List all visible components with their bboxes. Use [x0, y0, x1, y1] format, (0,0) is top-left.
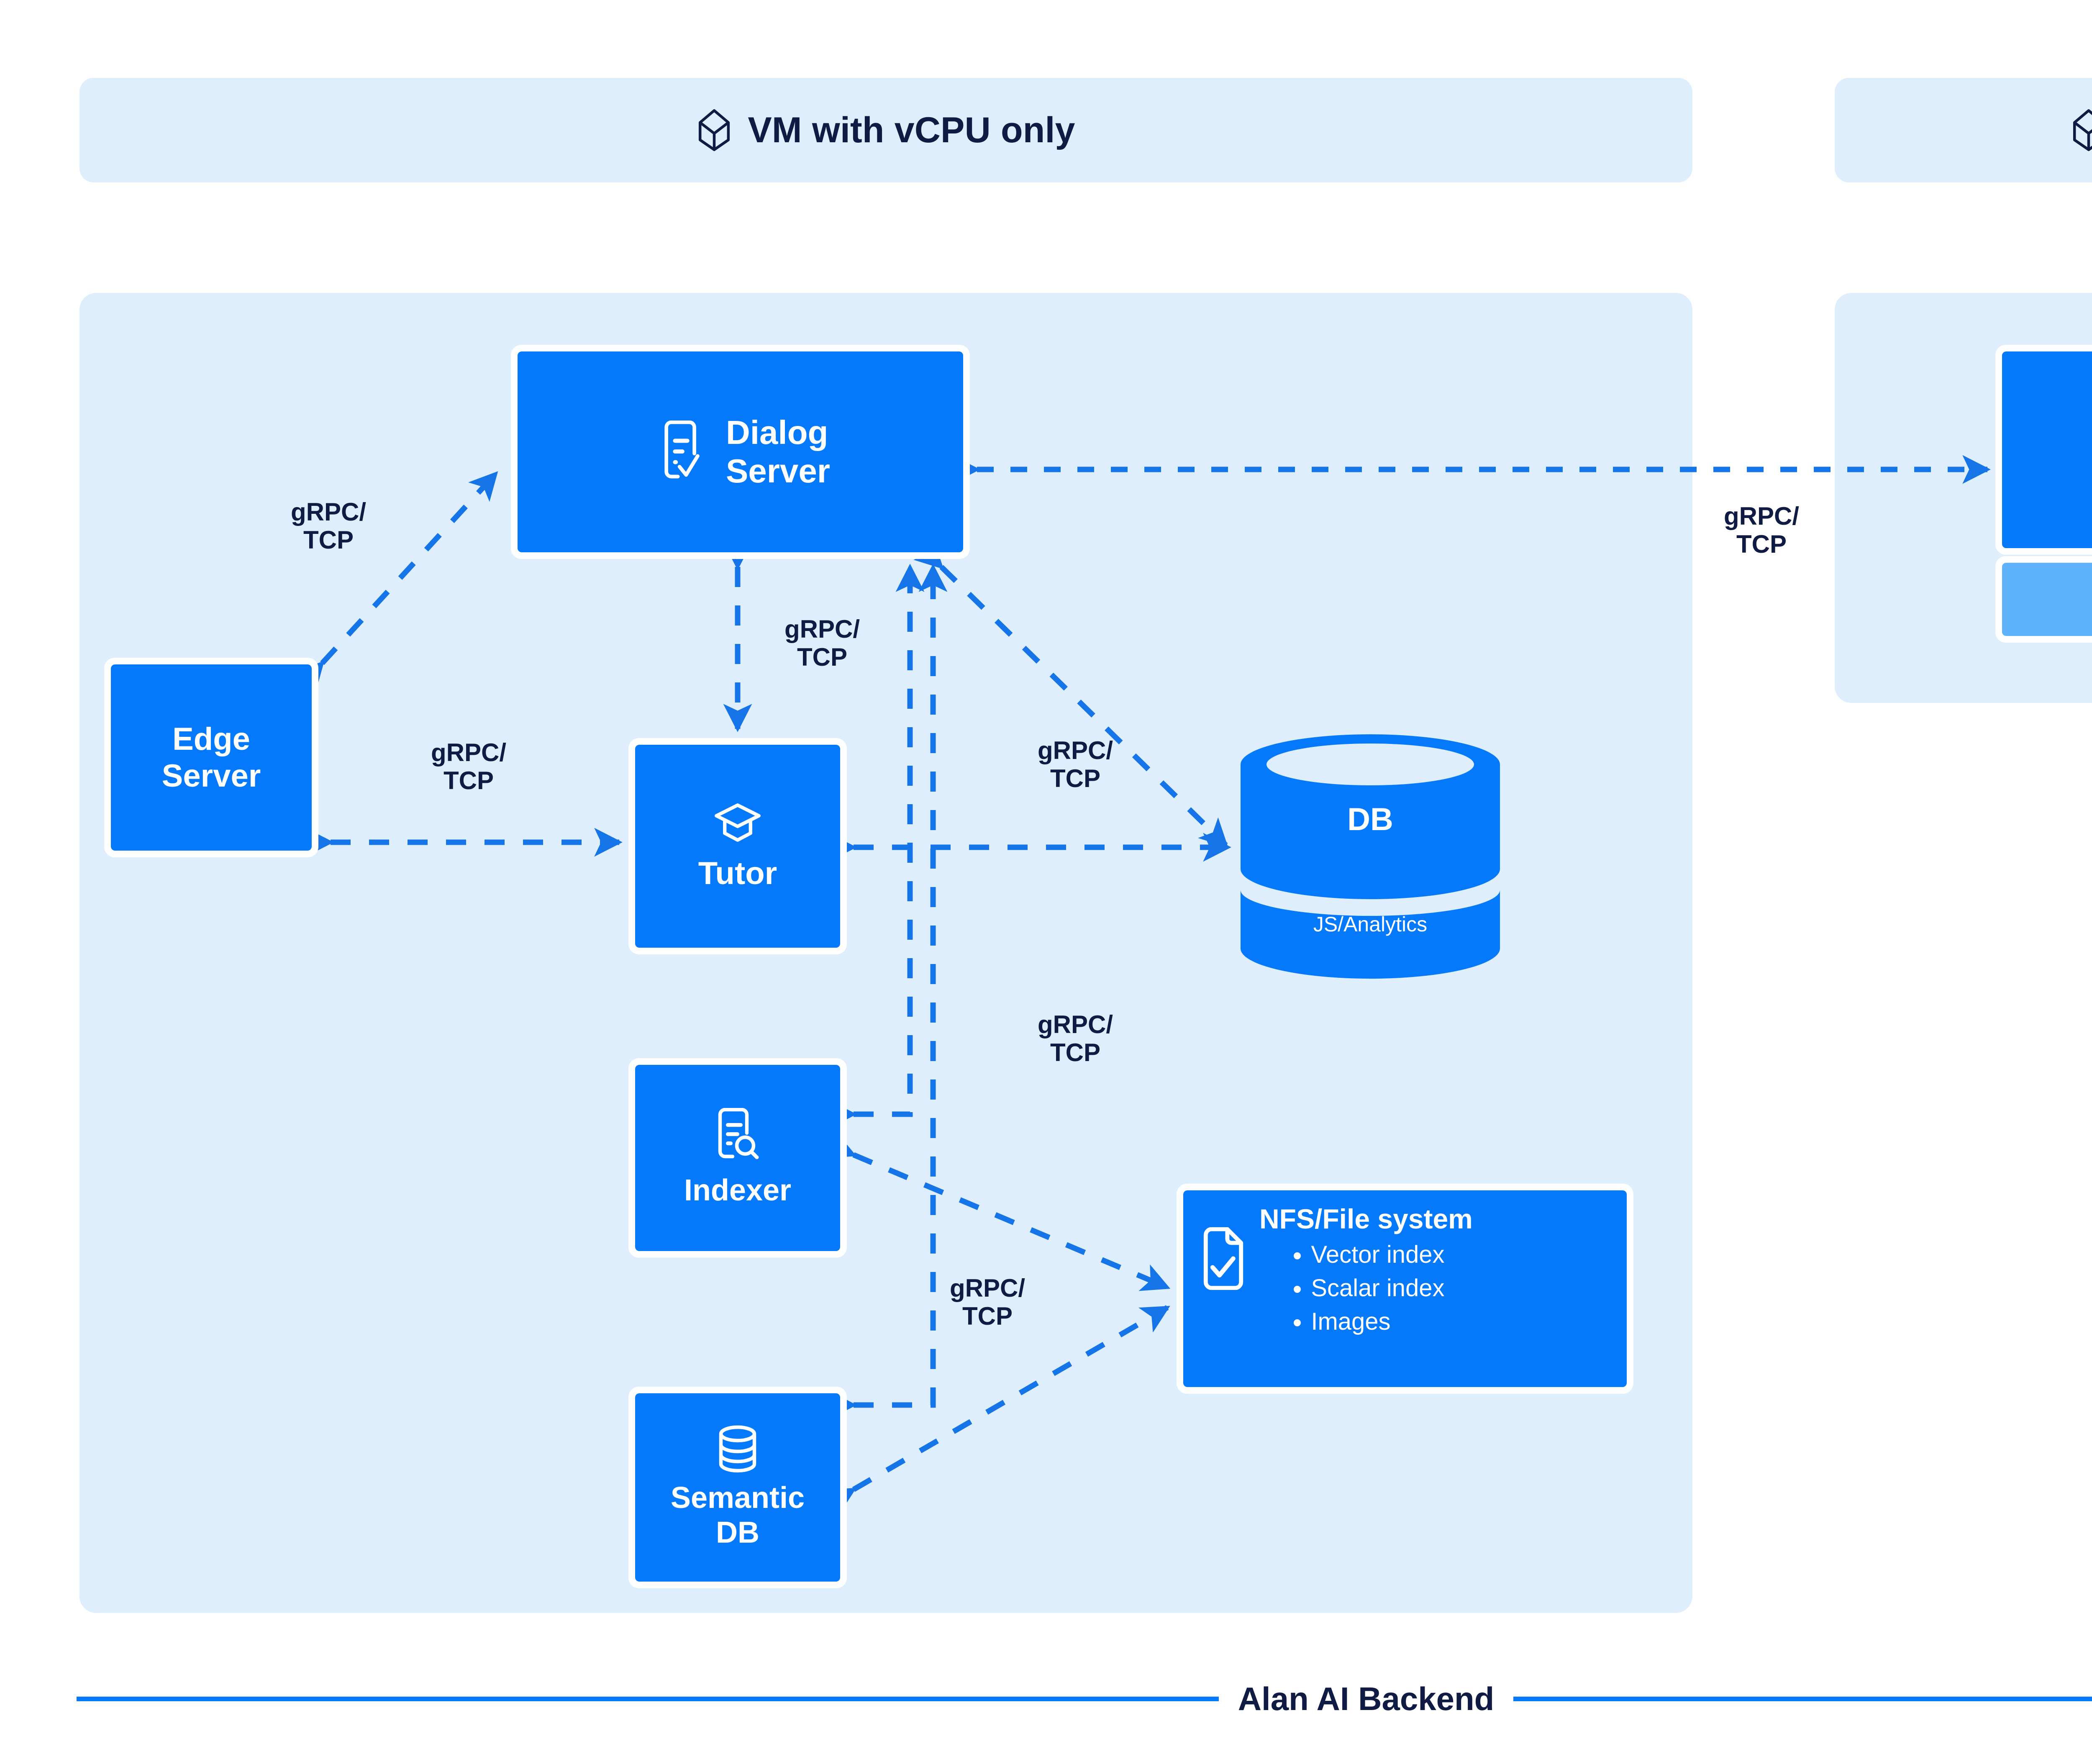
footer-rule-left — [76, 1696, 1219, 1701]
wire-label-edge-dialog: gRPC/TCP — [291, 498, 366, 554]
list-item: Vector index — [1311, 1238, 1444, 1272]
footer: Alan AI Backend — [0, 1667, 2092, 1730]
node-tutor-label: Tutor — [698, 855, 777, 891]
wire-label-model: gRPC/TCP — [1724, 502, 1799, 559]
node-indexer-label: Indexer — [684, 1174, 792, 1208]
node-nfs-file-system[interactable]: NFS/File system Vector index Scalar inde… — [1183, 1190, 1627, 1387]
cube-icon — [2073, 109, 2092, 151]
document-check-icon — [664, 420, 700, 479]
nfs-item-list: Vector index Scalar index Images — [1287, 1238, 1444, 1338]
cylinder-shape — [1241, 734, 1500, 979]
graduation-cap-icon — [715, 803, 761, 842]
wire-label-dialog-db: gRPC/TCP — [1038, 736, 1113, 793]
vm-header-gpu: VM with GPU — [1835, 78, 2092, 182]
node-model-server[interactable]: ModelServer — [2002, 351, 2092, 548]
footer-rule-right — [1513, 1696, 2092, 1701]
list-item: Scalar index — [1311, 1272, 1444, 1305]
node-indexer[interactable]: Indexer — [635, 1065, 840, 1251]
footer-title: Alan AI Backend — [1238, 1680, 1495, 1717]
document-search-icon — [718, 1108, 759, 1159]
node-tutor[interactable]: Tutor — [635, 745, 840, 948]
file-check-icon — [1203, 1227, 1243, 1290]
nfs-text-block: NFS/File system Vector index Scalar inde… — [1259, 1201, 1473, 1338]
list-item: Images — [1311, 1305, 1444, 1338]
vm-header-vcpu-title: VM with vCPU only — [748, 110, 1075, 150]
node-database-sublabel: JS/Analytics — [1313, 913, 1428, 936]
wire-label-dialog-tutor: gRPC/TCP — [784, 615, 860, 672]
cube-icon — [699, 109, 730, 151]
wire-label-nfs: gRPC/TCP — [950, 1274, 1025, 1331]
wire-label-edge-tutor: gRPC/TCP — [431, 738, 506, 795]
node-database[interactable]: DB JS/Analytics — [1241, 734, 1500, 979]
database-icon — [719, 1426, 756, 1473]
node-database-label: DB — [1347, 802, 1393, 837]
wire-label-db-lower: gRPC/TCP — [1038, 1010, 1113, 1067]
vm-header-vcpu: VM with vCPU only — [79, 78, 1692, 182]
node-gpu-hw[interactable]: GPU HW — [2002, 563, 2092, 636]
node-nfs-title: NFS/File system — [1259, 1203, 1473, 1234]
